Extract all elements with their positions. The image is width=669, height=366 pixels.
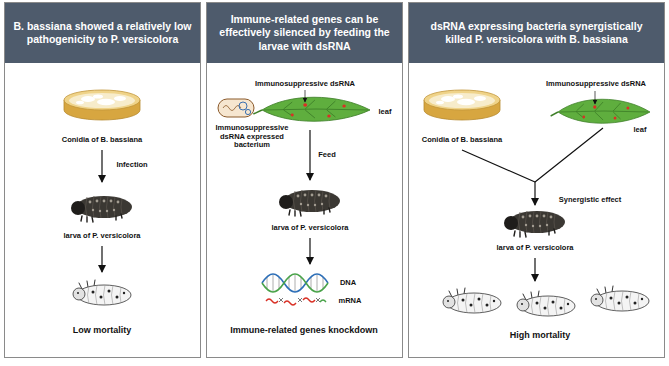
dna-helix bbox=[262, 274, 328, 292]
bacterium-figure bbox=[239, 102, 247, 110]
figure-label: leaf bbox=[379, 108, 392, 117]
mrna-fragments bbox=[303, 298, 315, 302]
figure-label: High mortality bbox=[510, 330, 571, 340]
panel-heading: B. bassiana showed a relatively low path… bbox=[13, 20, 192, 46]
flow-arrow bbox=[534, 182, 535, 205]
figure-label: DNA bbox=[340, 279, 356, 288]
flow-arrow bbox=[534, 258, 535, 281]
figure-label: Immunosuppressive dsRNA bbox=[546, 80, 646, 89]
figure-label: Immunosuppressive dsRNA bbox=[255, 80, 355, 89]
figure-label: larva of P. versicolora bbox=[64, 232, 141, 241]
figure-label: Low mortality bbox=[73, 325, 132, 335]
flow-arrow bbox=[101, 150, 102, 182]
dead-larva-figure bbox=[443, 288, 501, 313]
mrna-fragments bbox=[279, 298, 320, 302]
dna-helix bbox=[262, 274, 328, 292]
panel-header: dsRNA expressing bacteria synergisticall… bbox=[409, 3, 664, 63]
leader-line bbox=[305, 90, 306, 102]
panel-box: dsRNA expressing bacteria synergisticall… bbox=[408, 2, 665, 358]
leaf-figure bbox=[253, 97, 370, 121]
dead-larva-figure bbox=[517, 291, 575, 316]
petri-dish bbox=[424, 90, 500, 120]
mrna-fragments bbox=[284, 301, 296, 305]
figure-label: Immunosuppressive dsRNA expressed bacter… bbox=[210, 124, 294, 150]
panel-heading: dsRNA expressing bacteria synergisticall… bbox=[417, 20, 656, 46]
figure-label: Conidia of B. bassiana bbox=[62, 136, 142, 145]
figure-label: larva of P. versicolora bbox=[497, 244, 574, 253]
figure-label: mRNA bbox=[339, 297, 362, 306]
flow-arrow bbox=[309, 238, 310, 264]
petri-dish bbox=[64, 90, 140, 120]
panel-header: Immune-related genes can be effectively … bbox=[207, 3, 402, 63]
bacterium-figure bbox=[218, 99, 254, 117]
mrna-fragments bbox=[266, 298, 326, 305]
leader-line bbox=[595, 91, 596, 104]
dna-helix bbox=[262, 274, 328, 292]
panel-box: Immune-related genes can be effectively … bbox=[206, 2, 403, 358]
flow-arrow bbox=[101, 246, 102, 272]
dead-larva-figure bbox=[73, 280, 131, 305]
panel-box: B. bassiana showed a relatively low path… bbox=[4, 2, 201, 358]
larva-figure bbox=[504, 211, 565, 237]
figure-label: Conidia of B. bassiana bbox=[422, 136, 502, 145]
figure-label: Synergistic effect bbox=[559, 196, 622, 205]
flow-arrow bbox=[309, 130, 310, 180]
figure-label: larva of P. versicolora bbox=[272, 224, 349, 233]
bacterium-figure bbox=[223, 106, 241, 111]
figure-label: Feed bbox=[318, 151, 336, 160]
panel-one-figure bbox=[64, 90, 140, 305]
larva-figure bbox=[71, 196, 132, 222]
mrna-fragments bbox=[320, 300, 326, 302]
mrna-fragments bbox=[266, 299, 278, 303]
bacterium-figure bbox=[218, 99, 254, 117]
figure-label: Infection bbox=[116, 161, 147, 170]
panel-two-figure bbox=[218, 90, 370, 305]
bacterium-figure bbox=[245, 109, 250, 114]
dead-larva-figure bbox=[591, 286, 649, 311]
panel-heading: Immune-related genes can be effectively … bbox=[215, 13, 394, 52]
panel-header: B. bassiana showed a relatively low path… bbox=[5, 3, 200, 63]
larva-figure bbox=[279, 190, 340, 216]
panel-three-figure bbox=[424, 90, 650, 316]
dna-helix bbox=[267, 275, 323, 291]
figure-label: leaf bbox=[634, 126, 647, 135]
leaf-figure bbox=[551, 99, 650, 123]
figure-label: Immune-related genes knockdown bbox=[230, 325, 378, 335]
